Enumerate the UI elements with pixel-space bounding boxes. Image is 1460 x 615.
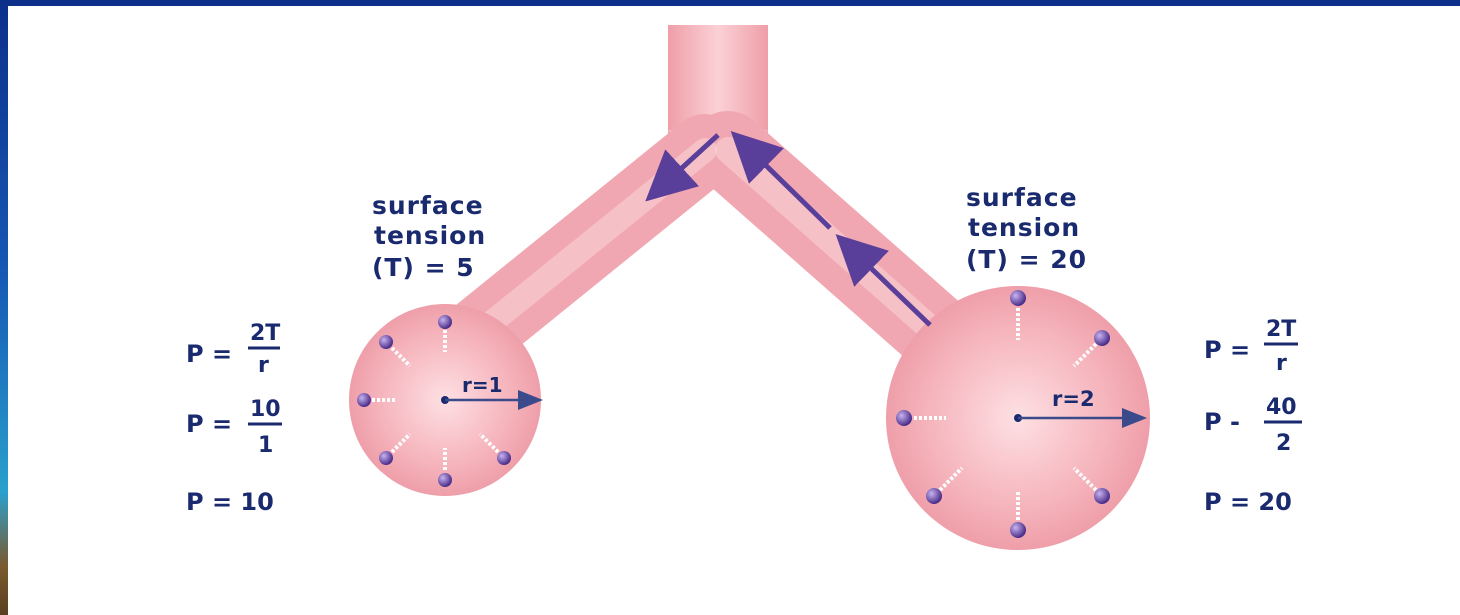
surface-tension-label-left: surface tension (T) = 5: [372, 191, 486, 282]
equation-numerator: 2T: [1266, 317, 1296, 342]
label-line: tension: [374, 221, 486, 250]
equation-numerator: 2T: [250, 321, 280, 346]
label-line: surface: [966, 183, 1078, 212]
equation-lhs: P -: [1204, 408, 1240, 436]
equation-denominator: 1: [258, 433, 273, 458]
equations-right: P = 2T r P - 40 2 P = 20: [1204, 317, 1302, 516]
label-line: tension: [968, 213, 1080, 242]
label-line: (T) = 5: [372, 253, 475, 282]
right-bronchiole-highlight: [728, 150, 955, 350]
airway: [470, 25, 955, 350]
equation-result: P = 10: [186, 488, 274, 516]
radius-label: r=1: [462, 373, 503, 397]
equation-numerator: 40: [1266, 395, 1297, 420]
equation-lhs: P =: [1204, 336, 1250, 364]
equation-lhs: P =: [186, 410, 232, 438]
surface-tension-label-right: surface tension (T) = 20: [966, 183, 1087, 274]
equation-denominator: r: [1276, 351, 1287, 376]
equation-numerator: 10: [250, 397, 281, 422]
radius-label: r=2: [1052, 387, 1095, 411]
equations-left: P = 2T r P = 10 1 P = 10: [186, 321, 282, 516]
equation-denominator: r: [258, 353, 269, 378]
label-line: (T) = 20: [966, 245, 1087, 274]
equation-result: P = 20: [1204, 488, 1292, 516]
label-line: surface: [372, 191, 484, 220]
equation-lhs: P =: [186, 340, 232, 368]
equation-denominator: 2: [1276, 431, 1291, 456]
